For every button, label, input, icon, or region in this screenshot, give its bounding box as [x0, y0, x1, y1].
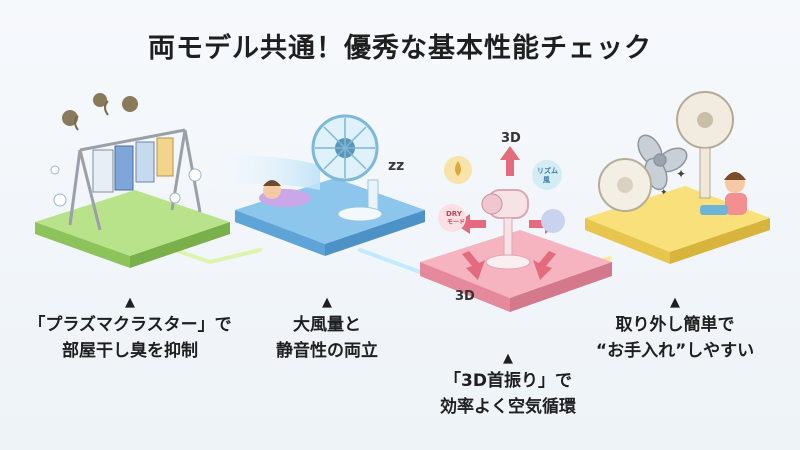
dry-mode-sub: モード: [447, 219, 465, 226]
caption-line1: 「3D首振り」で: [444, 371, 572, 391]
caption-line1: 取り外し簡単で: [615, 315, 735, 335]
caption-arrow: ▲: [670, 295, 680, 310]
platform-quiet-airflow: [195, 114, 425, 256]
3d-top-label: 3D: [501, 131, 521, 146]
caption-arrow: ▲: [125, 295, 135, 310]
caption-line2: 部屋干し臭を抑制: [62, 341, 198, 361]
svg-text:✦: ✦: [660, 188, 668, 198]
rhythm-icon: リズム: [537, 166, 558, 175]
platform-easy-maintenance: ✦ ✦: [585, 91, 770, 264]
svg-text:✦: ✦: [676, 167, 686, 181]
caption-line2: 効率よく空気循環: [440, 397, 576, 417]
sleep-icon: zz: [388, 158, 404, 174]
rhythm-sub: 風: [542, 176, 550, 184]
platform-plasmacluster: [35, 93, 230, 268]
caption-line1: 「プラズマクラスター」で: [28, 315, 232, 335]
caption-line2: 静音性の両立: [276, 341, 378, 361]
page-title: 両モデル共通！優秀な基本性能チェック: [148, 33, 652, 64]
caption-line2: “お手入れ”しやすい: [595, 341, 755, 361]
caption-plasmacluster: ▲ 「プラズマクラスター」で 部屋干し臭を抑制: [0, 294, 260, 364]
dry-mode-icon: DRY: [446, 210, 463, 218]
caption-easy-maintenance: ▲ 取り外し簡単で “お手入れ”しやすい: [545, 294, 800, 364]
3d-side-label: 3D: [455, 289, 475, 304]
caption-arrow: ▲: [322, 295, 332, 310]
caption-3d-swing: ▲ 「3D首振り」で 効率よく空気循環: [378, 350, 638, 420]
caption-quiet-airflow: ▲ 大風量と 静音性の両立: [197, 294, 457, 364]
caption-arrow: ▲: [503, 351, 513, 366]
platform-3d-swing: [420, 146, 612, 312]
caption-line1: 大風量と: [293, 315, 361, 335]
